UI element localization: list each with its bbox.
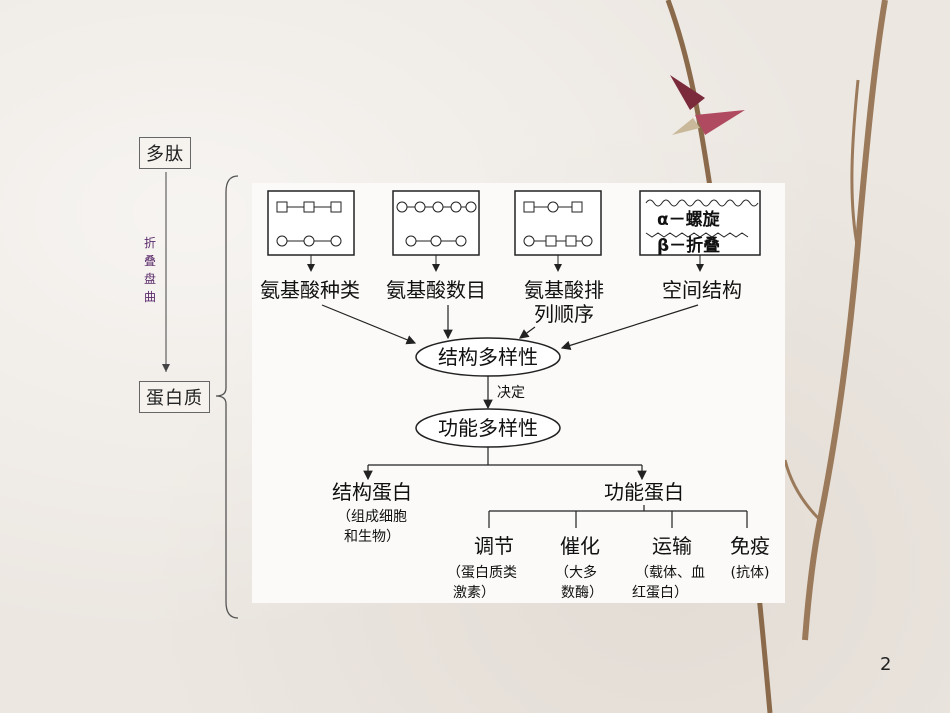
factor-number-label: 氨基酸数目 (386, 278, 486, 302)
protein-diversity-diagram: α－螺旋 β－折叠 氨基酸种类 氨基酸数目 氨基酸排 列顺序 空间结构 结构多样… (260, 190, 770, 601)
diagram-panel: α－螺旋 β－折叠 氨基酸种类 氨基酸数目 氨基酸排 列顺序 空间结构 结构多样… (252, 183, 785, 603)
structural-note-1: （组成细胞 (337, 509, 407, 525)
function-catalysis: 催化 (560, 534, 600, 558)
function-diversity-label: 功能多样性 (438, 416, 538, 440)
transport-note-2: 红蛋白） (632, 585, 688, 601)
function-transport: 运输 (652, 534, 692, 558)
structure-diversity-label: 结构多样性 (438, 345, 538, 369)
folding-char: 曲 (143, 290, 156, 304)
sequence-box (514, 190, 602, 256)
factor-type-label: 氨基酸种类 (260, 278, 360, 302)
functional-protein-label: 功能蛋白 (604, 480, 684, 504)
factor-spatial-label: 空间结构 (662, 278, 742, 302)
type-box (267, 190, 355, 256)
butterfly-icon (670, 75, 745, 135)
regulation-note-2: 激素） (453, 584, 495, 601)
folding-char: 折 (143, 236, 156, 250)
function-immunity: 免疫 (730, 534, 770, 558)
folding-char: 盘 (143, 272, 156, 286)
factor-sequence-label-2: 列顺序 (534, 302, 594, 326)
structural-note-2: 和生物） (344, 529, 400, 545)
catalysis-note-1: （大多 (555, 564, 597, 581)
beta-sheet-label: β－折叠 (657, 235, 720, 256)
folding-char: 叠 (143, 254, 156, 268)
regulation-note-1: （蛋白质类 (447, 565, 517, 581)
transport-note-1: （载体、血 (635, 565, 705, 581)
factor-sequence-label-1: 氨基酸排 (524, 278, 604, 302)
page-number: 2 (880, 654, 892, 675)
structural-protein-label: 结构蛋白 (332, 480, 412, 504)
number-box (392, 190, 480, 256)
function-regulation: 调节 (474, 534, 514, 558)
polypeptide-box: 多肽 (139, 137, 191, 169)
spatial-structure-box: α－螺旋 β－折叠 (639, 190, 761, 256)
catalysis-note-2: 数酶） (561, 585, 603, 601)
protein-box: 蛋白质 (139, 381, 210, 413)
folding-label: 折 叠 盘 曲 (140, 234, 160, 306)
immunity-note-1: (抗体) (731, 565, 770, 581)
decides-label: 决定 (497, 385, 525, 401)
alpha-helix-label: α－螺旋 (657, 209, 721, 230)
